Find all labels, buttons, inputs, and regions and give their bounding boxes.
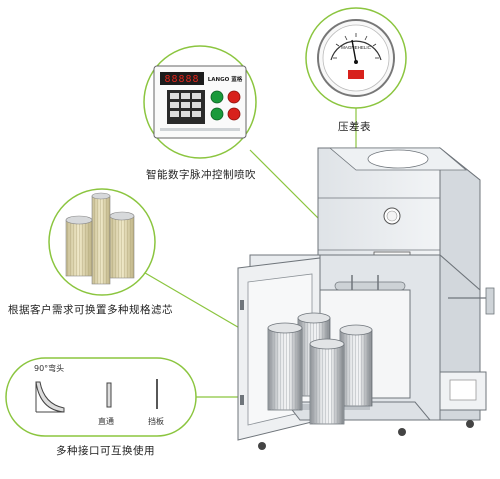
filter-back-right [339, 324, 373, 407]
elbow-label: 90°弯头 [34, 364, 65, 373]
elbow-connector [35, 381, 65, 413]
red-button [227, 90, 241, 104]
spare-filter-right [109, 211, 135, 279]
straight-label: 直通 [98, 417, 114, 426]
spare-filter-tall [91, 192, 111, 285]
filters-callout [48, 188, 156, 296]
filter-front-left [267, 322, 303, 411]
interfaces-caption: 多种接口可互换使用 [56, 445, 155, 457]
controller-brand: LANGO 蓝格 [208, 75, 243, 83]
filter-front-right [309, 338, 345, 425]
gauge-caption: 压差表 [338, 121, 371, 133]
controller-display: 88888 [164, 74, 199, 85]
gauge-brand-label: MAGNEHELIC [341, 45, 372, 50]
green-button [210, 90, 224, 104]
baffle-label: 挡板 [148, 417, 164, 426]
controller-callout [143, 45, 257, 159]
installed-filters [267, 312, 373, 425]
interfaces-callout [5, 357, 197, 437]
controller-caption: 智能数字脉冲控制喷吹 [146, 169, 256, 181]
straight-connector [106, 382, 112, 408]
gauge-callout [305, 7, 407, 109]
filters-caption: 根据客户需求可换置多种规格滤芯 [8, 304, 173, 316]
spare-filter-left [65, 215, 93, 277]
